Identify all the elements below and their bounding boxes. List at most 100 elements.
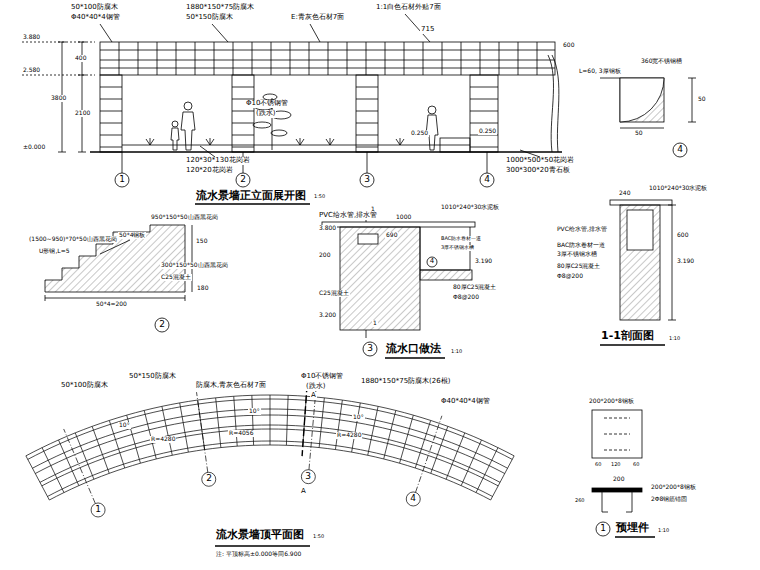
material-note: E:青灰色石材7面 xyxy=(290,14,345,22)
label-anchor: 50 xyxy=(697,96,707,103)
label-anchor: 50*100防腐木 xyxy=(60,382,109,390)
label-anchor: C25混凝土 xyxy=(160,274,192,281)
elevation-mark: 0.250 xyxy=(478,128,497,135)
axis-number: 2 xyxy=(240,175,246,185)
detail-2-stroke xyxy=(185,295,186,301)
label-anchor: Φ8@200 xyxy=(556,273,584,280)
plan-view-stroke xyxy=(42,448,64,493)
label-anchor: R=4056 xyxy=(228,430,254,437)
plan-view-stroke xyxy=(216,398,221,448)
plan-view-stroke xyxy=(319,398,324,448)
elevation-view-stroke xyxy=(470,99,498,100)
note: A xyxy=(300,488,307,496)
detail-4-stroke xyxy=(620,128,664,129)
plan-view-stroke xyxy=(162,406,172,455)
elevation-view-stroke xyxy=(366,42,367,75)
elevation-view-stroke xyxy=(90,151,562,152)
label-anchor: 300*150*50山西黑花岗 xyxy=(160,262,229,269)
label-anchor: 50*150防腐木 xyxy=(185,14,234,22)
label-anchor: 50*4=200 xyxy=(95,301,128,308)
label-anchor: 4 xyxy=(484,175,490,185)
dimension: 50 xyxy=(697,96,707,103)
material-note: U形钢,L=5 xyxy=(38,248,71,255)
label-anchor: 1:50 xyxy=(313,194,326,200)
scale-note: 1:10 xyxy=(668,336,681,342)
label-anchor: 2 xyxy=(206,474,212,484)
elevation-view-stroke xyxy=(138,42,139,75)
plan-view-stroke xyxy=(91,503,105,517)
detail-3-stroke xyxy=(358,234,378,244)
drawing-title: 流水景墙正立面展开图 xyxy=(195,190,307,202)
dimension: 10° xyxy=(352,414,365,421)
plan-view xyxy=(26,384,514,517)
embedded-part-stroke xyxy=(602,492,632,512)
label-anchor: 0.250 xyxy=(478,128,497,135)
material-note: Φ40*40*4钢管 xyxy=(70,14,121,22)
elevation-view-stroke xyxy=(236,173,250,187)
drawing-title: 流水景墙顶平面图 xyxy=(215,529,305,541)
elevation-view-stroke xyxy=(176,42,177,75)
elevation-view-stroke xyxy=(356,147,378,148)
material-note: BAC防水卷材一道 xyxy=(556,242,606,249)
plan-view-stroke xyxy=(286,395,288,445)
plan-view-stroke xyxy=(144,410,156,459)
elevation-view-stroke xyxy=(100,42,555,75)
drawing-title: 预埋件 xyxy=(615,522,650,534)
label-anchor: 3厚不锈钢水槽 xyxy=(556,251,598,258)
drawing-title: 1-1剖面图 xyxy=(600,330,655,342)
material-note: 3厚不锈钢水槽 xyxy=(440,245,475,251)
material-note: PVC给水管,排水管 xyxy=(318,212,378,220)
section-1-1-stroke xyxy=(610,200,672,205)
label-anchor: 4 xyxy=(410,494,416,504)
label-anchor: Φ10不锈钢管 xyxy=(245,100,289,108)
plan-view-stroke xyxy=(491,456,514,500)
label-anchor: 1010*240*30水泥板 xyxy=(648,185,708,192)
elevation-view-stroke xyxy=(356,75,378,152)
elevation-view-stroke xyxy=(232,135,254,136)
dimension: 60 xyxy=(632,462,640,468)
elevation-view-stroke xyxy=(423,42,424,75)
elevation-view-stroke xyxy=(548,55,553,152)
elevation-view-stroke xyxy=(470,75,498,152)
elevation-mark: 3.200 xyxy=(318,312,337,319)
plan-view-stroke xyxy=(309,389,316,470)
elevation-view-stroke xyxy=(253,122,271,128)
label-anchor: Φ40*40*4钢管 xyxy=(70,14,121,22)
elevation-view-stroke xyxy=(232,123,254,124)
material-note: 120*30*130花岗岩 xyxy=(185,157,251,165)
material-note: 2Φ8钢筋锚固 xyxy=(650,496,688,503)
detail-3-stroke xyxy=(363,342,377,356)
plan-view-stroke xyxy=(416,416,442,493)
label-anchor: Φ10不锈钢管 xyxy=(300,373,344,381)
detail-4-stroke xyxy=(620,78,664,122)
label-anchor: 50 xyxy=(634,130,644,137)
detail-4-stroke xyxy=(620,78,664,122)
dimension: 200 xyxy=(318,252,331,259)
elevation-view-stroke xyxy=(200,146,215,157)
elevation-view-stroke xyxy=(470,123,498,124)
label-anchor: ±0.000 xyxy=(22,144,46,151)
material-note: 200*200*8钢板 xyxy=(650,484,697,491)
material-note: 1:1白色石材外贴7面 xyxy=(375,4,442,12)
elevation-view-stroke xyxy=(146,138,404,145)
section-1-1 xyxy=(600,200,676,345)
material-note: Φ10不锈钢管 xyxy=(300,373,344,381)
material-note: 50*4钢板 xyxy=(118,232,146,239)
scale-note: 1:10 xyxy=(657,528,670,534)
elevation-view-stroke xyxy=(271,42,272,75)
material-note: 200*200*8钢板 xyxy=(588,398,635,405)
elevation-view-stroke xyxy=(100,50,555,51)
dimension: 180 xyxy=(196,285,209,292)
elevation-view-stroke xyxy=(290,42,291,75)
material-note: 1880*150*75防腐木(26根) xyxy=(360,378,451,386)
label-anchor: 4 xyxy=(430,258,434,266)
label-anchor: 300*300*20青石板 xyxy=(505,167,571,175)
elevation-view-stroke xyxy=(115,173,129,187)
elevation-mark: 2.580 xyxy=(22,67,41,74)
elevation-view-stroke xyxy=(100,87,122,88)
label-anchor: 200*200*8钢板 xyxy=(650,484,697,491)
elevation-view-stroke xyxy=(309,42,310,75)
label-anchor: 60 xyxy=(594,462,602,468)
elevation-view-stroke xyxy=(347,42,348,75)
